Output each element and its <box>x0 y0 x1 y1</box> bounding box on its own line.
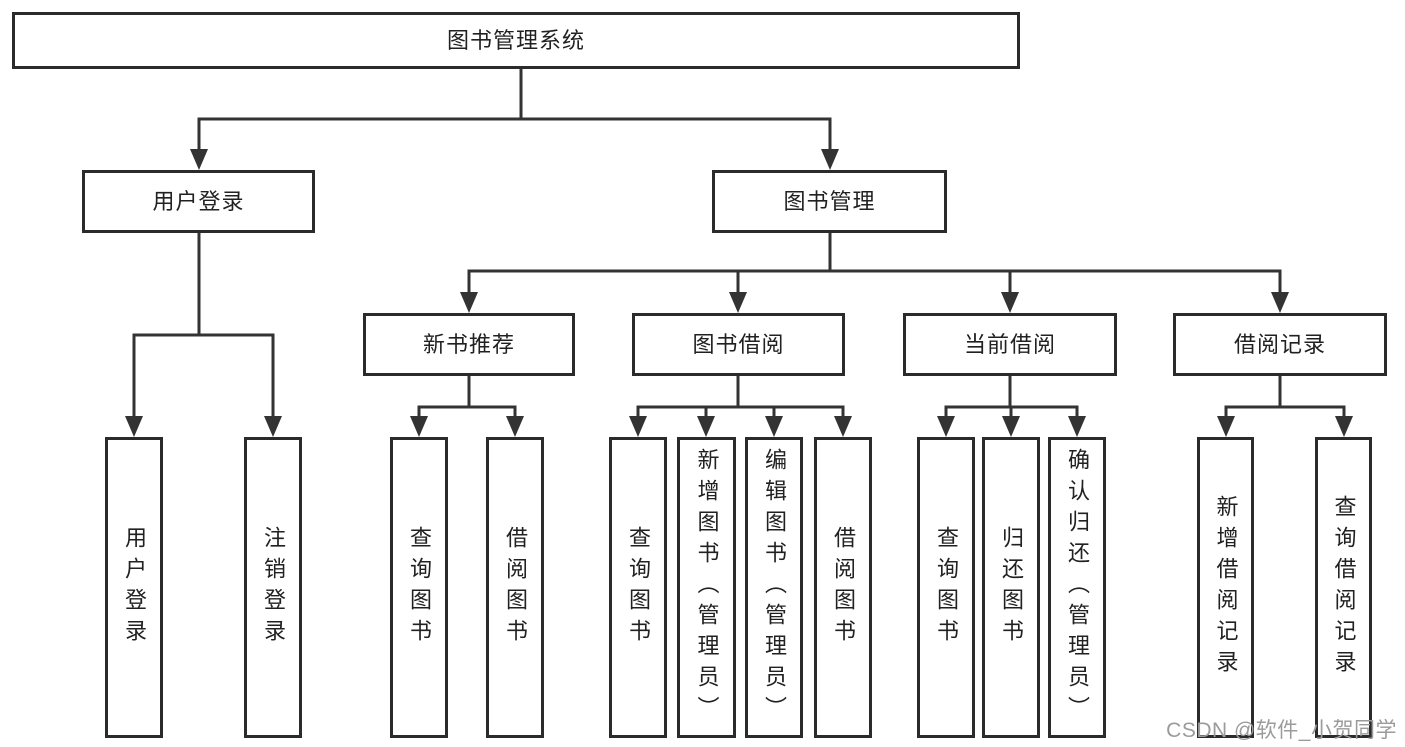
node-root-system: 图书管理系统 <box>12 12 1020 69</box>
node-borrow-records-label: 借阅记录 <box>1233 331 1326 357</box>
leaf-edit-books-admin: 编辑图书（管理员） <box>745 437 803 738</box>
node-book-borrow-label: 图书借阅 <box>692 331 785 357</box>
leaf-logout: 注销登录 <box>244 437 302 738</box>
leaf-return-books: 归还图书 <box>982 437 1040 738</box>
node-new-book-recommend-label: 新书推荐 <box>422 331 515 357</box>
leaf-borrow-books: 借阅图书 <box>814 437 872 738</box>
node-current-borrow-label: 当前借阅 <box>963 331 1056 357</box>
leaf-add-borrow-record-label: 新增借阅记录 <box>1213 494 1239 681</box>
leaf-borrow-books-recommend-label: 借阅图书 <box>503 525 528 650</box>
leaf-user-login-label: 用户登录 <box>122 525 147 650</box>
leaf-user-login: 用户登录 <box>105 437 163 738</box>
leaf-query-borrow-record-label: 查询借阅记录 <box>1331 494 1357 681</box>
leaf-query-books-borrow-label: 查询图书 <box>626 525 651 650</box>
node-new-book-recommend: 新书推荐 <box>363 313 575 376</box>
leaf-confirm-return-admin-label: 确认归还（管理员） <box>1065 448 1090 727</box>
leaf-edit-books-admin-label: 编辑图书（管理员） <box>762 448 787 727</box>
leaf-query-books-recommend-label: 查询图书 <box>407 525 432 650</box>
node-borrow-records: 借阅记录 <box>1173 313 1387 376</box>
leaf-borrow-books-label: 借阅图书 <box>831 525 856 650</box>
leaf-add-books-admin: 新增图书（管理员） <box>677 437 736 738</box>
arrowheads <box>125 149 1353 437</box>
leaf-borrow-books-recommend: 借阅图书 <box>486 437 544 738</box>
node-current-borrow: 当前借阅 <box>903 313 1117 376</box>
node-root-system-label: 图书管理系统 <box>446 27 585 53</box>
leaf-query-books-recommend: 查询图书 <box>390 437 448 738</box>
leaf-query-books-borrow: 查询图书 <box>609 437 667 738</box>
leaf-add-books-admin-label: 新增图书（管理员） <box>694 448 720 727</box>
node-book-management: 图书管理 <box>712 170 947 233</box>
csdn-watermark: CSDN @软件_小贺同学 <box>1166 719 1397 742</box>
leaf-return-books-label: 归还图书 <box>999 525 1024 650</box>
leaf-confirm-return-admin: 确认归还（管理员） <box>1048 437 1106 738</box>
leaf-query-borrow-record: 查询借阅记录 <box>1315 437 1372 738</box>
leaf-add-borrow-record: 新增借阅记录 <box>1197 437 1254 738</box>
leaf-logout-label: 注销登录 <box>261 525 286 650</box>
node-user-login: 用户登录 <box>82 170 315 233</box>
node-book-management-label: 图书管理 <box>783 188 876 214</box>
node-book-borrow: 图书借阅 <box>632 313 845 376</box>
leaf-query-books-current-label: 查询图书 <box>934 525 959 650</box>
leaf-query-books-current: 查询图书 <box>917 437 975 738</box>
node-user-login-label: 用户登录 <box>152 188 245 214</box>
